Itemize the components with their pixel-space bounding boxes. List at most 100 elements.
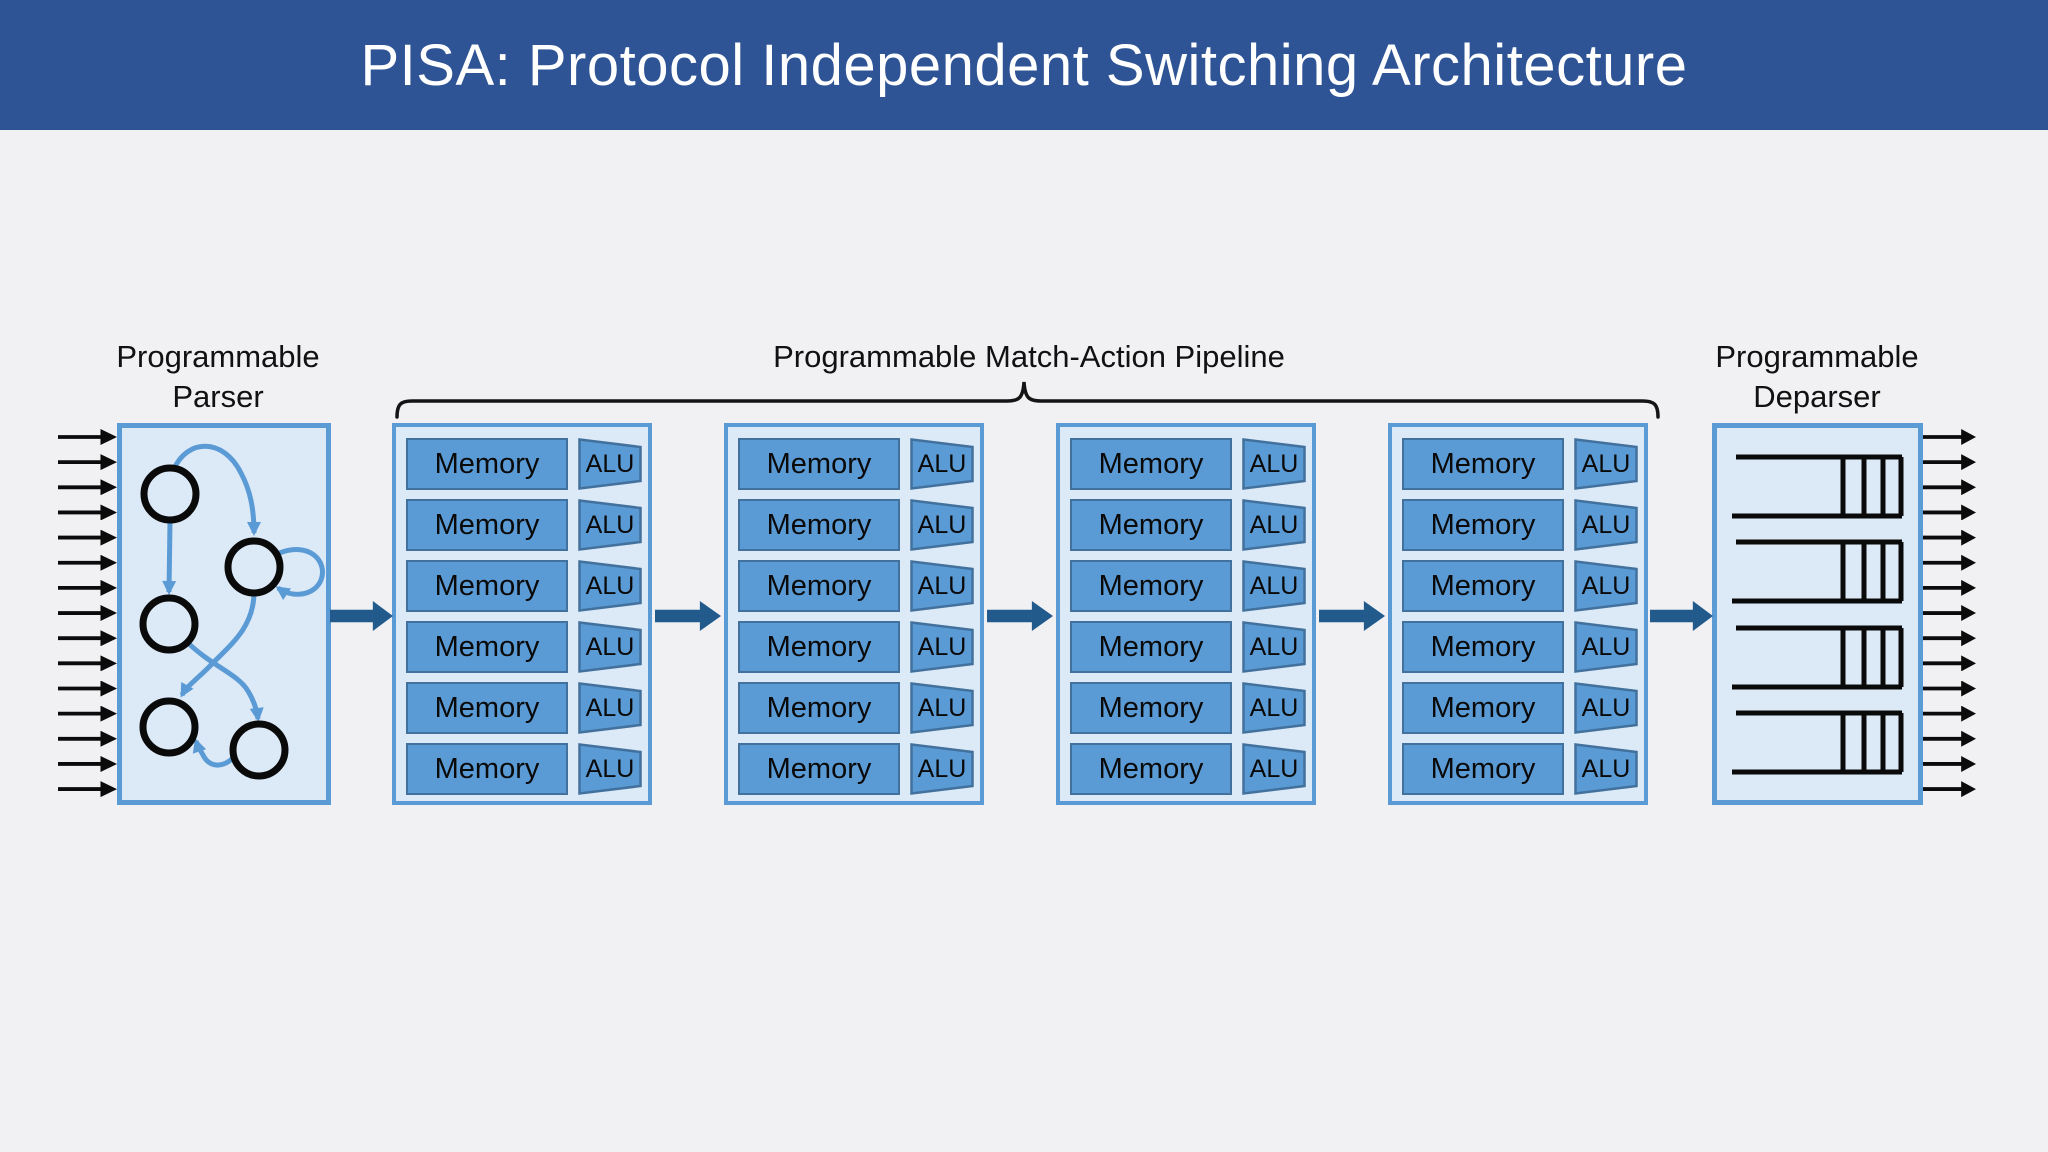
input-packet-arrow bbox=[58, 554, 117, 571]
alu-label: ALU bbox=[917, 510, 967, 539]
deparser-label-line2: Deparser bbox=[1753, 379, 1881, 414]
memory-block: Memory bbox=[1402, 621, 1564, 673]
parser-state-node bbox=[140, 464, 200, 524]
alu-block: ALU bbox=[578, 438, 642, 490]
input-packet-arrow bbox=[58, 479, 117, 496]
input-packet-arrow bbox=[58, 605, 117, 622]
alu-block: ALU bbox=[1574, 438, 1638, 490]
alu-block: ALU bbox=[1242, 682, 1306, 734]
output-packet-arrow bbox=[1923, 529, 1976, 546]
alu-block: ALU bbox=[578, 499, 642, 551]
alu-block: ALU bbox=[1574, 621, 1638, 673]
parser-state-node bbox=[224, 537, 284, 597]
alu-block: ALU bbox=[910, 682, 974, 734]
match-action-row: Memory ALU bbox=[406, 621, 648, 673]
alu-label: ALU bbox=[1581, 571, 1631, 600]
alu-block: ALU bbox=[910, 743, 974, 795]
input-packet-arrow bbox=[58, 781, 117, 798]
alu-shape bbox=[1574, 438, 1638, 490]
match-action-row: Memory ALU bbox=[1402, 621, 1644, 673]
parse-graph-nodes bbox=[139, 464, 289, 780]
alu-block: ALU bbox=[1242, 560, 1306, 612]
alu-label: ALU bbox=[1581, 632, 1631, 661]
input-packet-arrow bbox=[58, 579, 117, 596]
memory-block: Memory bbox=[1070, 682, 1232, 734]
memory-block: Memory bbox=[406, 743, 568, 795]
alu-block: ALU bbox=[1242, 743, 1306, 795]
memory-block: Memory bbox=[406, 560, 568, 612]
output-packet-arrow bbox=[1923, 454, 1976, 471]
alu-label: ALU bbox=[1249, 754, 1299, 783]
output-packet-arrow bbox=[1923, 755, 1976, 772]
alu-label: ALU bbox=[917, 571, 967, 600]
match-action-row: Memory ALU bbox=[406, 682, 648, 734]
alu-shape bbox=[910, 743, 974, 795]
alu-shape bbox=[1242, 560, 1306, 612]
output-packet-arrow bbox=[1923, 579, 1976, 596]
pipeline-flow-arrow bbox=[655, 601, 721, 631]
alu-label: ALU bbox=[917, 632, 967, 661]
graph-edge bbox=[185, 640, 264, 722]
alu-shape bbox=[910, 621, 974, 673]
title-bar: PISA: Protocol Independent Switching Arc… bbox=[0, 0, 2048, 130]
graph-edge bbox=[162, 521, 177, 595]
alu-label: ALU bbox=[1249, 571, 1299, 600]
alu-shape bbox=[1242, 499, 1306, 551]
alu-block: ALU bbox=[1574, 499, 1638, 551]
parse-graph-edges bbox=[162, 443, 325, 768]
memory-block: Memory bbox=[1402, 560, 1564, 612]
alu-block: ALU bbox=[578, 560, 642, 612]
parse-graph bbox=[139, 443, 325, 780]
memory-block: Memory bbox=[1402, 499, 1564, 551]
alu-label: ALU bbox=[1581, 754, 1631, 783]
memory-block: Memory bbox=[1070, 743, 1232, 795]
memory-block: Memory bbox=[1070, 499, 1232, 551]
output-packet-arrow bbox=[1923, 554, 1976, 571]
alu-label: ALU bbox=[1249, 693, 1299, 722]
deparser-section-label: Programmable Deparser bbox=[1667, 337, 1967, 417]
deparser-label-line1: Programmable bbox=[1715, 339, 1919, 374]
memory-block: Memory bbox=[406, 438, 568, 490]
parser-label-line1: Programmable bbox=[116, 339, 320, 374]
alu-shape bbox=[1574, 743, 1638, 795]
memory-block: Memory bbox=[406, 621, 568, 673]
pipeline-flow-arrow bbox=[1319, 601, 1385, 631]
memory-block: Memory bbox=[1402, 438, 1564, 490]
input-packet-arrow bbox=[58, 730, 117, 747]
memory-block: Memory bbox=[1402, 682, 1564, 734]
alu-label: ALU bbox=[585, 632, 635, 661]
input-packet-arrow bbox=[58, 504, 117, 521]
alu-label: ALU bbox=[585, 693, 635, 722]
memory-block: Memory bbox=[406, 499, 568, 551]
input-packet-arrow bbox=[58, 630, 117, 647]
alu-shape bbox=[1574, 499, 1638, 551]
alu-label: ALU bbox=[1249, 632, 1299, 661]
alu-block: ALU bbox=[910, 621, 974, 673]
alu-shape bbox=[578, 682, 642, 734]
deparser-box bbox=[1712, 423, 1923, 805]
alu-shape bbox=[910, 682, 974, 734]
alu-label: ALU bbox=[585, 754, 635, 783]
output-packet-arrow bbox=[1923, 680, 1976, 697]
output-packet-arrow bbox=[1923, 504, 1976, 521]
match-action-row: Memory ALU bbox=[1402, 560, 1644, 612]
alu-shape bbox=[578, 499, 642, 551]
alu-label: ALU bbox=[917, 693, 967, 722]
pipeline-flow-arrow bbox=[330, 601, 393, 631]
queue-symbol bbox=[1732, 454, 1904, 519]
input-packet-arrow bbox=[58, 705, 117, 722]
alu-block: ALU bbox=[1242, 621, 1306, 673]
alu-block: ALU bbox=[1242, 438, 1306, 490]
match-action-row: Memory ALU bbox=[1070, 682, 1312, 734]
pipeline-flow-arrow bbox=[987, 601, 1053, 631]
graph-edge bbox=[192, 738, 236, 768]
memory-block: Memory bbox=[406, 682, 568, 734]
